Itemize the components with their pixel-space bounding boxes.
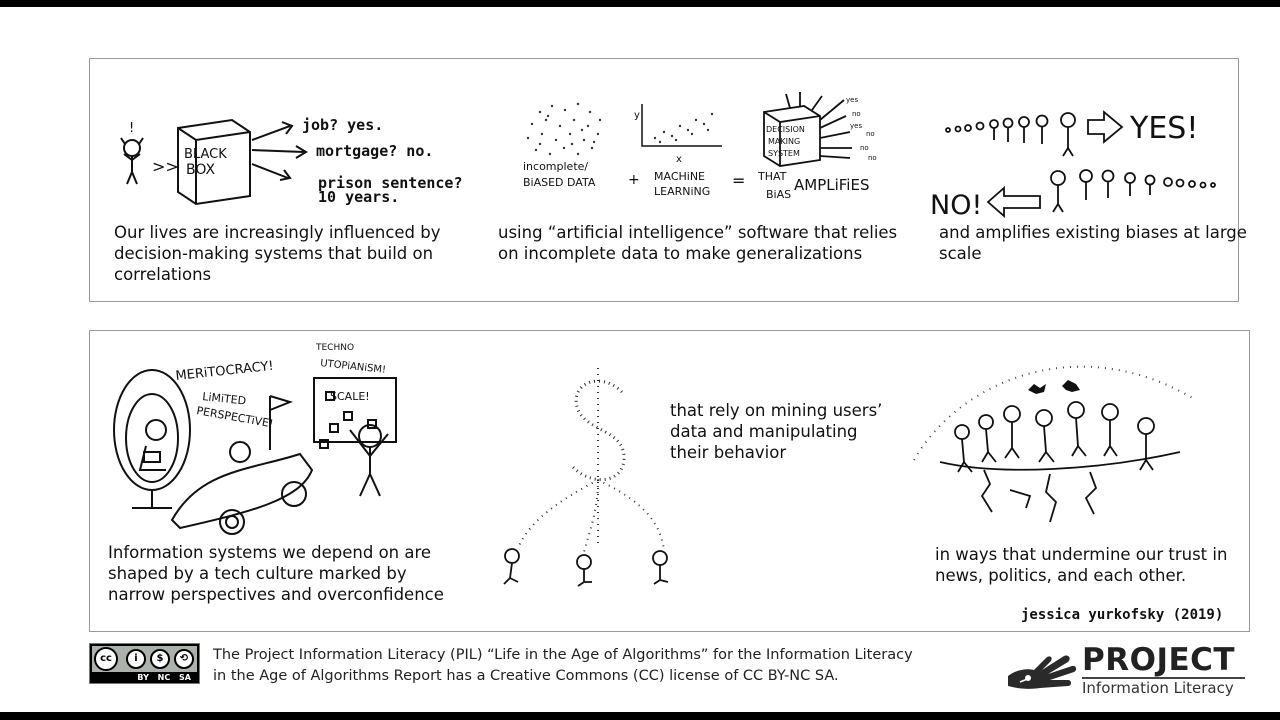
logo-title: PROJECT — [1082, 642, 1236, 678]
caption-amplifies-biases: and amplifies existing biases at large s… — [939, 223, 1247, 263]
letterbox-bottom — [0, 712, 1280, 720]
cc-label-sa: SA — [179, 673, 191, 682]
caption-tech-culture: Information systems we depend on are sha… — [108, 543, 444, 604]
by-icon: i — [126, 649, 146, 669]
nc-icon: $ — [150, 649, 170, 669]
logo-subtitle: Information Literacy — [1082, 679, 1234, 697]
cc-icon: cc — [94, 647, 118, 671]
cc-label-by: BY — [137, 673, 149, 682]
license-statement: The Project Information Literacy (PIL) “… — [213, 647, 913, 684]
caption-undermine-trust: in ways that undermine our trust in news… — [935, 545, 1228, 585]
caption-mining-data: that rely on mining users’ data and mani… — [670, 401, 883, 462]
cc-license-badge[interactable]: cc i $ ⟲ BY NC SA — [89, 643, 200, 684]
artist-credit: jessica yurkofsky (2019) — [1021, 607, 1224, 623]
logo-divider — [1082, 677, 1245, 679]
cc-label-nc: NC — [157, 673, 171, 682]
hand-icon — [1008, 655, 1077, 689]
letterbox-top — [0, 0, 1280, 7]
caption-ai-software: using “artificial intelligence” software… — [498, 223, 898, 263]
caption-decision-systems: Our lives are increasingly influenced by… — [114, 223, 441, 284]
sa-icon: ⟲ — [174, 649, 194, 669]
pil-logo[interactable]: PROJECT Information Literacy — [1006, 642, 1251, 698]
